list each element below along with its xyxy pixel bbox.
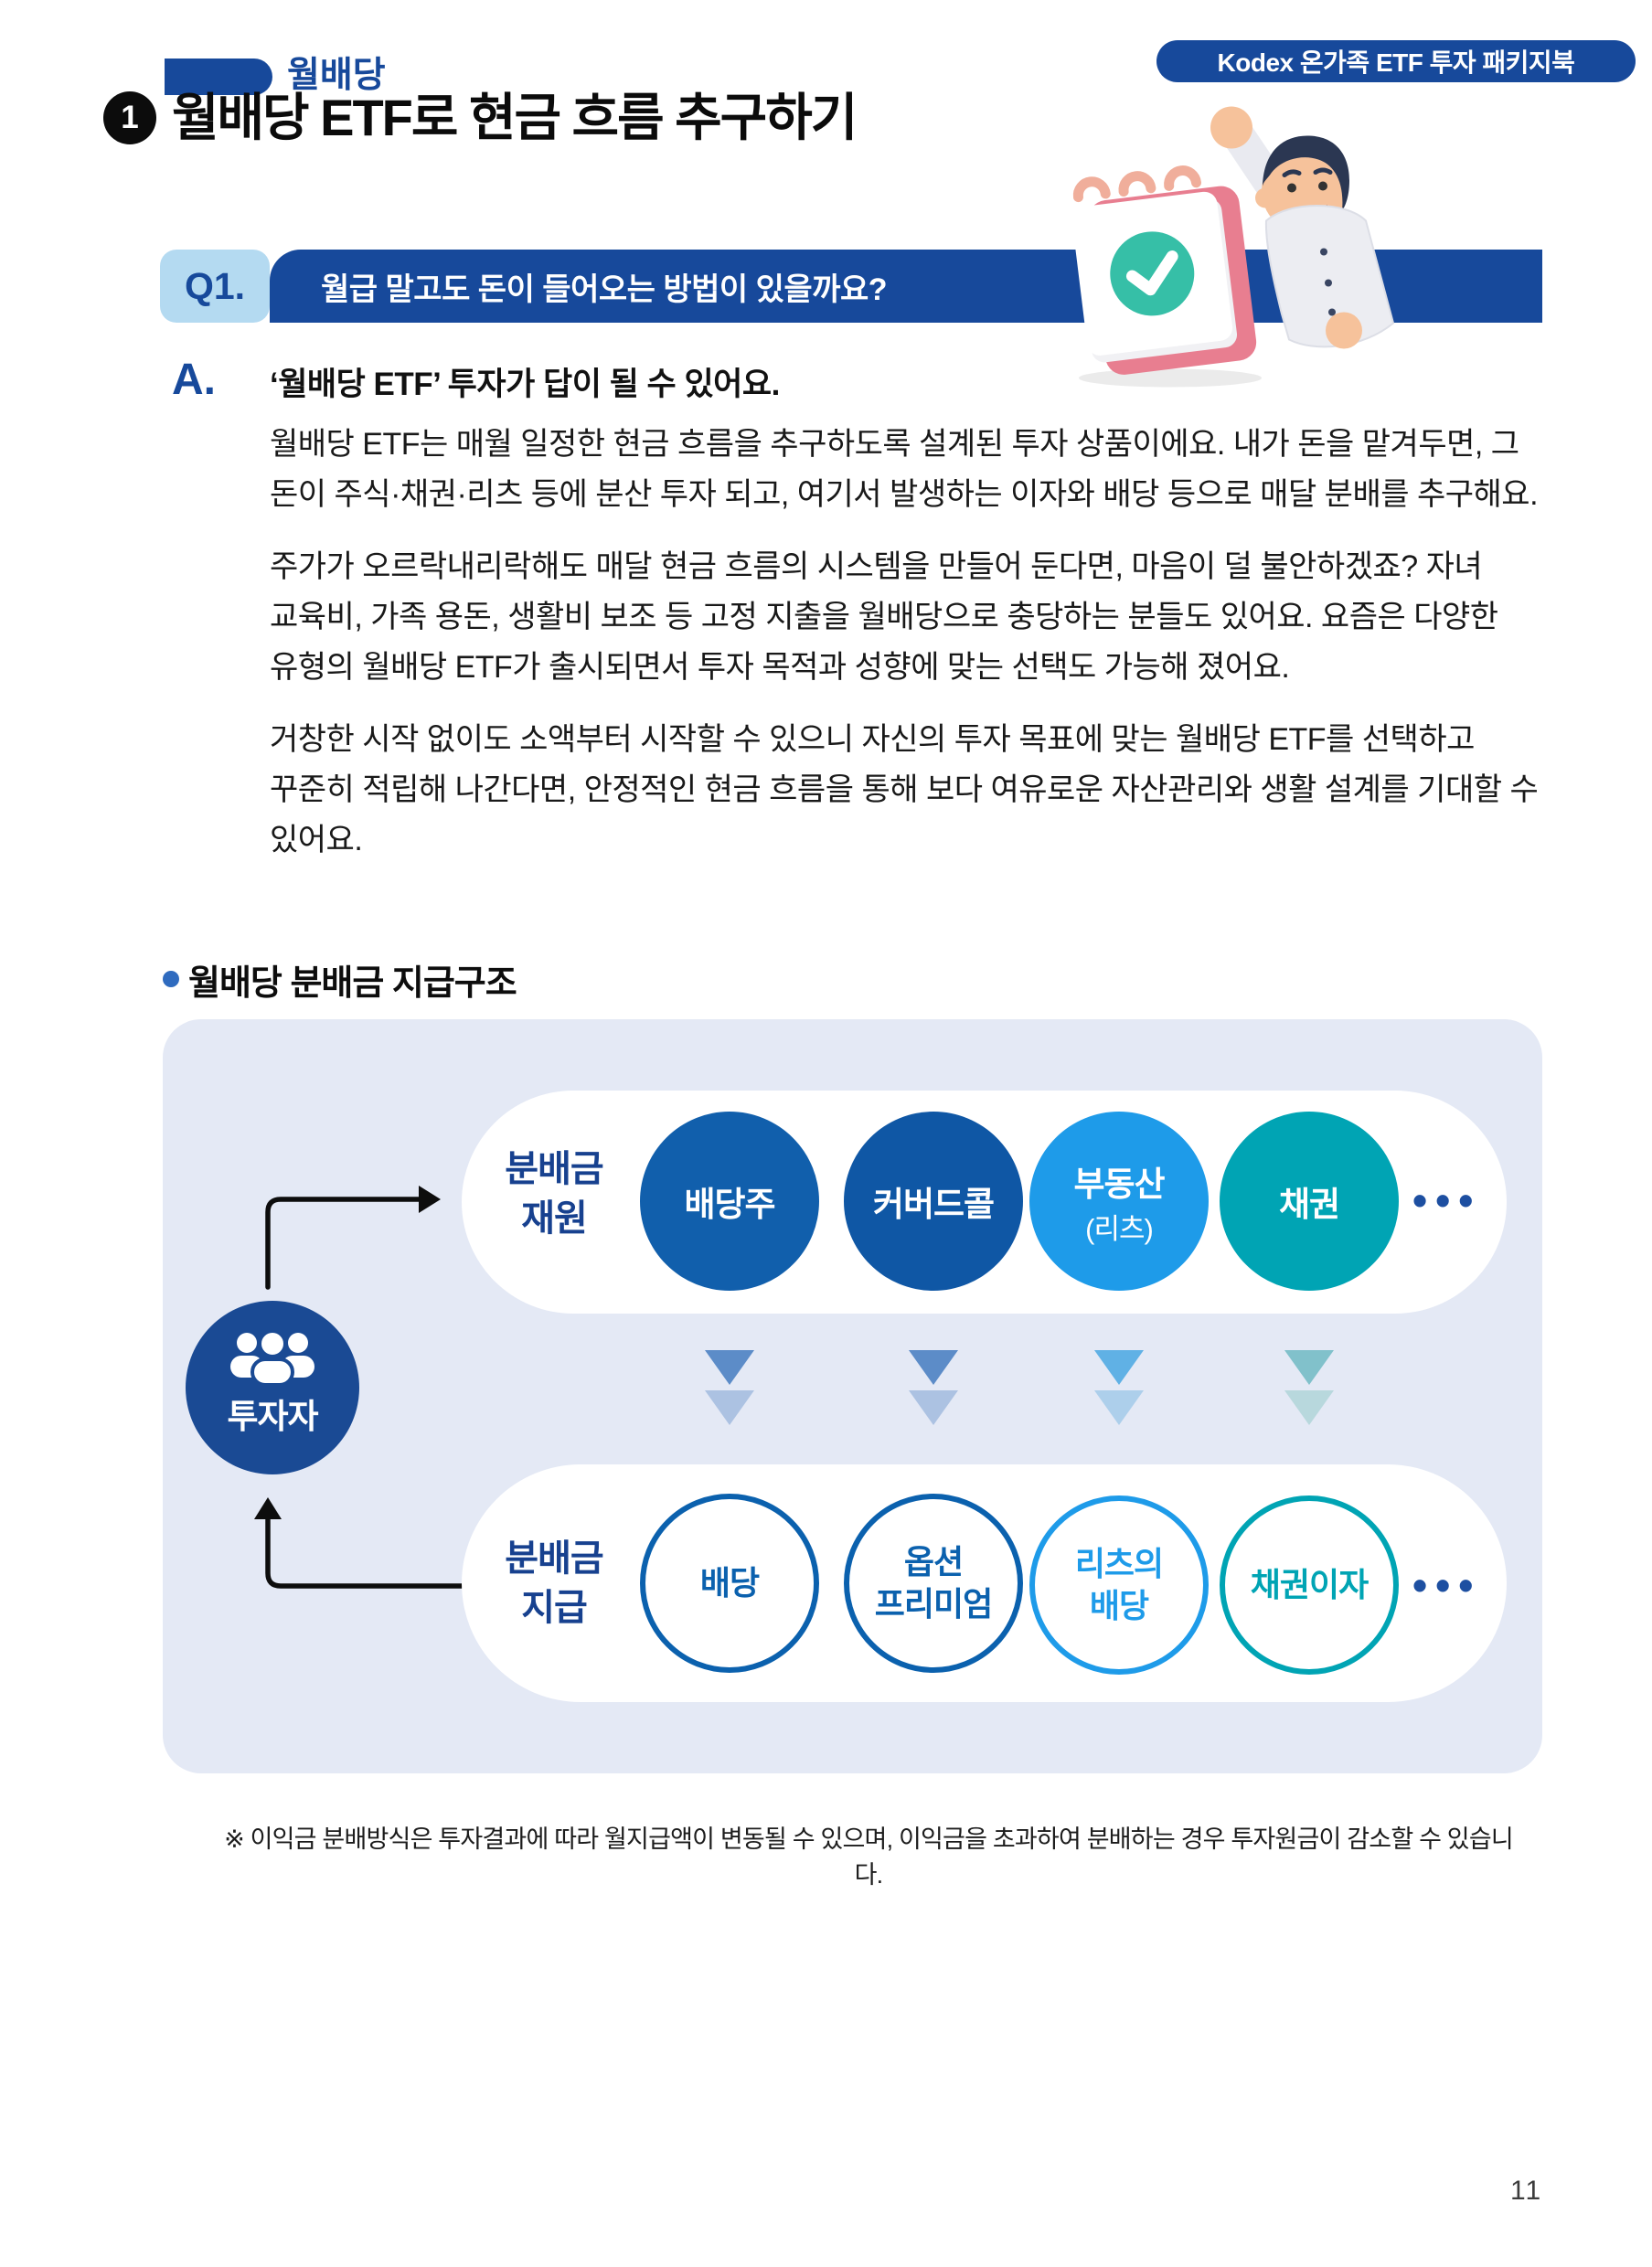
payout-circle-reits-dividend: 리츠의 배당 [1029,1495,1209,1675]
source-circle-dividend-stock: 배당주 [640,1112,819,1291]
arrow-to-sources [265,1197,423,1290]
eyebrow-left [1282,169,1302,177]
sources-label-line1: 분배금 [505,1149,603,1189]
down-triangle-icon [1094,1350,1144,1385]
shirt-button [1320,248,1327,256]
down-triangle-icon [909,1390,958,1425]
hair [1263,135,1349,211]
page-number: 11 [1510,2176,1543,2206]
eye-left [1287,183,1296,193]
source-circle-label: 부동산 [1073,1165,1165,1203]
calendar-ring [1118,171,1156,197]
down-triangle-icon [1094,1390,1144,1425]
down-triangle-icon [705,1350,754,1385]
source-circle-label: 커버드콜 [872,1186,995,1223]
calendar-shadow [1079,368,1262,388]
answer-body: ‘월배당 ETF’ 투자가 답이 될 수 있어요. 월배당 ETF는 매월 일정… [270,358,1561,888]
source-circle-covered-call: 커버드콜 [844,1112,1023,1291]
down-triangle-icon [1284,1390,1334,1425]
payout-circle-label: 리츠의 [1074,1545,1164,1582]
answer-headline: ‘월배당 ETF’ 투자가 답이 될 수 있어요. [270,367,780,402]
payout-circle-bond-interest: 채권이자 [1220,1495,1399,1675]
payout-circle-label: 옵션 [903,1543,964,1581]
character-calendar-illustration [1071,106,1395,388]
payout-circle-label: 채권이자 [1250,1566,1369,1603]
sources-ellipsis: ••• [1412,1176,1482,1224]
investor-circle: 투자자 [186,1301,359,1474]
answer-paragraph: 월배당 ETF는 매월 일정한 현금 흐름을 추구하도록 설계된 투자 상품이에… [270,427,1539,512]
title-number-badge: 1 [103,91,156,144]
eye-right [1318,181,1327,191]
down-triangle-icon [705,1390,754,1425]
payouts-label: 분배금 지급 [475,1534,633,1633]
title-number: 1 [121,100,139,135]
payout-circle-label2: 배당 [1089,1587,1149,1624]
brand-pill: Kodex 온가족 ETF 투자 패키지북 [1156,40,1636,82]
shirt-button [1328,308,1336,316]
down-triangle-icon [1284,1350,1334,1385]
bent-arm-fist [1326,312,1362,349]
payouts-ellipsis: ••• [1412,1561,1482,1609]
sources-label-line2: 재원 [521,1198,588,1239]
answer-paragraph: 주가가 오르락내리락해도 매달 현금 흐름의 시스템을 만들어 둔다면, 마음이… [270,549,1498,685]
monthly-dividend-tag-chip [165,59,272,95]
calendar-ring [1072,176,1111,203]
page-title: 월배당 ETF로 현금 흐름 추구하기 [172,89,858,146]
q1-badge: Q1. [160,250,270,323]
arrow-to-investor-head [254,1497,282,1519]
checkmark-icon [1125,250,1178,296]
answer-label: A. [172,356,216,404]
raised-fist [1210,106,1252,149]
source-circle-bond: 채권 [1220,1112,1399,1291]
payouts-label-line2: 지급 [521,1588,588,1628]
section-heading: 월배당 분배금 지급구조 [188,964,517,1003]
arrow-to-sources-head [419,1186,441,1213]
source-circle-label: 배당주 [684,1186,775,1223]
eyebrow-right [1313,167,1333,175]
people-icon [230,1329,314,1385]
payout-circle-label: 배당 [699,1564,760,1602]
shirt-button [1325,279,1332,287]
flow-arrows [254,1186,464,1589]
source-circle-reits: 부동산 (리츠) [1029,1112,1209,1291]
monthly-dividend-tag-label: 월배당 [287,56,386,95]
source-circle-label: 채권 [1278,1186,1340,1223]
sources-label: 분배금 재원 [475,1144,633,1243]
payouts-label-line1: 분배금 [505,1538,603,1579]
payout-circle-dividend: 배당 [640,1494,819,1673]
section-bullet-icon [163,971,179,987]
calendar-ring [1164,165,1201,191]
arrow-to-investor [265,1513,464,1589]
footnote: ※ 이익금 분배방식은 투자결과에 따라 월지급액이 변동될 수 있으며, 이익… [224,1825,1514,1889]
investor-label: 투자자 [227,1398,318,1435]
down-triangle-icon [909,1350,958,1385]
calendar-icon [1071,165,1257,375]
source-circle-sub: (리츠) [1085,1212,1154,1245]
payout-circle-option-premium: 옵션 프리미엄 [844,1494,1023,1673]
answer-paragraph: 거창한 시작 없이도 소액부터 시작할 수 있으니 자신의 투자 목표에 맞는 … [270,722,1539,857]
payout-circle-label2: 프리미엄 [874,1585,993,1623]
